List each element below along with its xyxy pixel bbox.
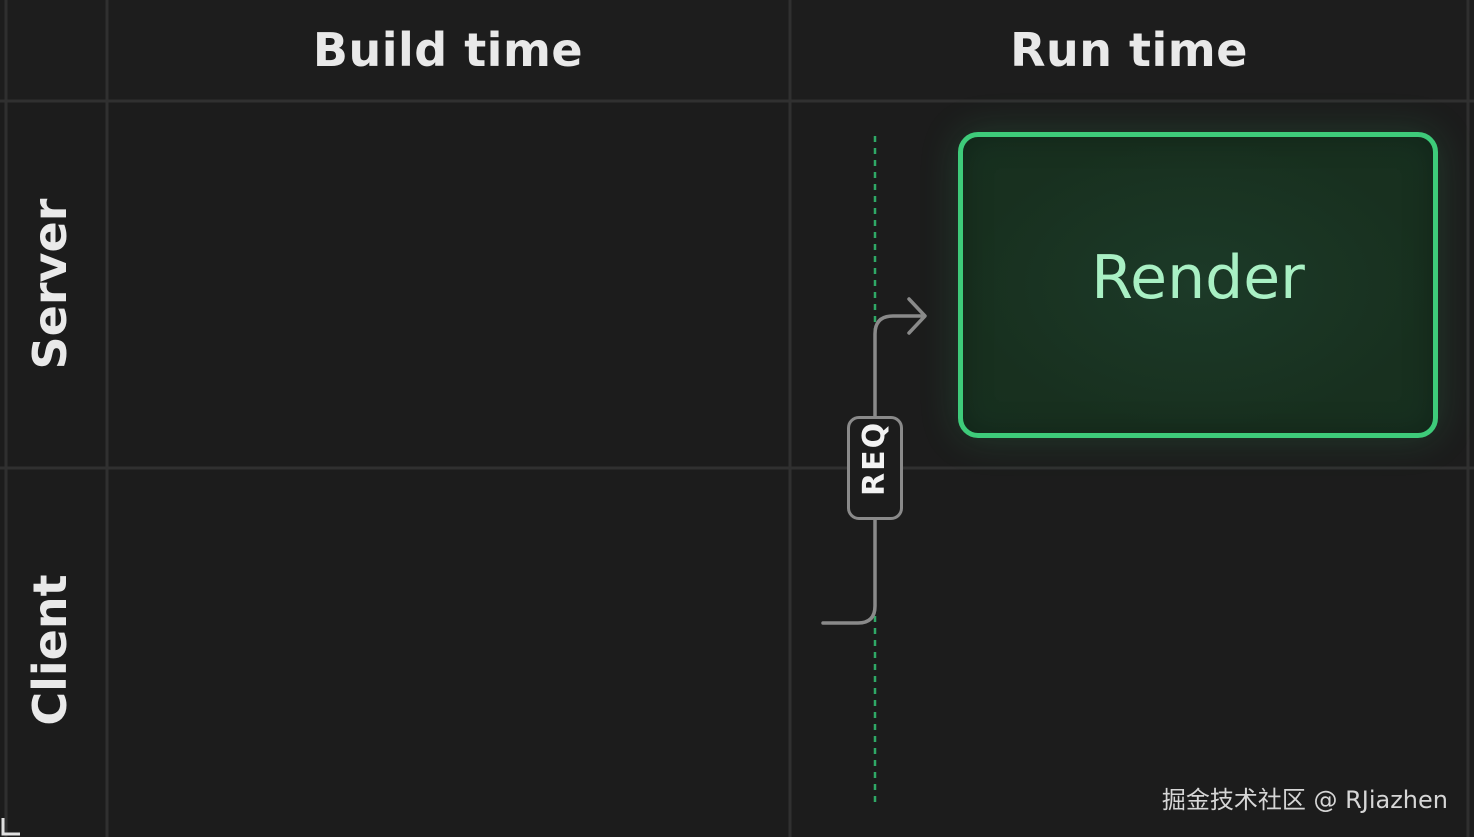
column-header-build-time: Build time bbox=[312, 23, 584, 77]
watermark: 掘金技术社区 @ RJiazhen bbox=[1161, 786, 1448, 814]
render-label: Render bbox=[1091, 243, 1305, 313]
request-pill bbox=[847, 416, 903, 520]
corner-mark bbox=[1, 818, 20, 836]
arrow-head-icon bbox=[907, 297, 927, 335]
request-label: REQ bbox=[857, 420, 892, 496]
row-header-client: Client bbox=[23, 574, 77, 726]
row-header-server: Server bbox=[23, 198, 77, 370]
column-header-run-time: Run time bbox=[1010, 23, 1248, 77]
render-box: Render bbox=[958, 132, 1438, 438]
